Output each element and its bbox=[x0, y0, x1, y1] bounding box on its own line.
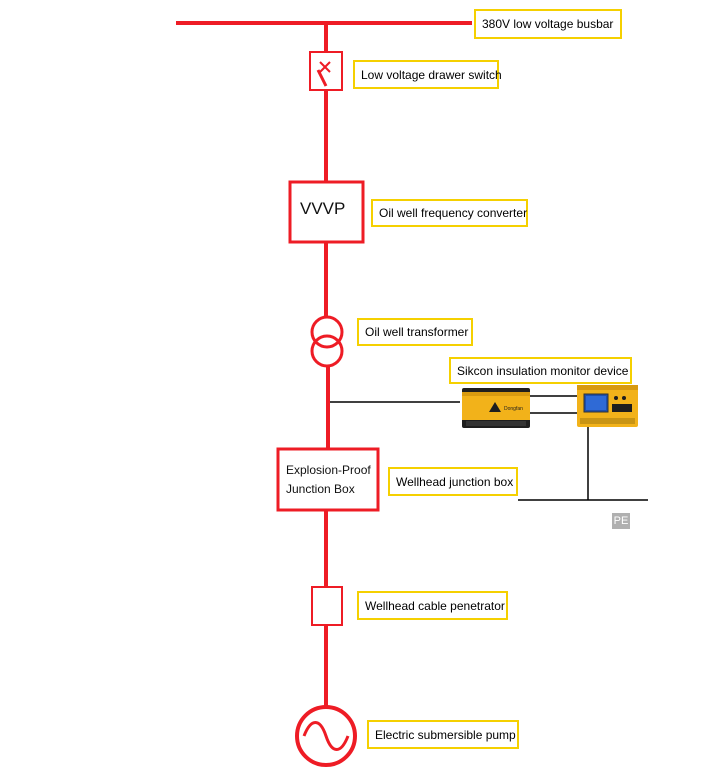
junction-box-label-line2: Junction Box bbox=[286, 482, 355, 496]
transformer-callout: Oil well transformer bbox=[357, 318, 473, 346]
vvvp-box bbox=[288, 180, 365, 244]
vvvp-label: VVVP bbox=[300, 199, 346, 218]
coupler-brand-text: Dongfan bbox=[504, 406, 523, 412]
busbar-callout: 380V low voltage busbar bbox=[474, 9, 622, 39]
drawer-switch-symbol bbox=[309, 51, 343, 91]
monitor-module bbox=[577, 385, 638, 427]
frequency-converter-callout: Oil well frequency converter bbox=[371, 199, 528, 227]
pump-symbol bbox=[295, 705, 357, 767]
insulation-monitor-callout: Sikcon insulation monitor device bbox=[449, 357, 632, 384]
cable-penetrator-callout: Wellhead cable penetrator bbox=[357, 591, 508, 620]
drawer-switch-callout: Low voltage drawer switch bbox=[353, 60, 502, 89]
pe-ground-label: PE bbox=[612, 513, 630, 529]
wellhead-junction-box-callout: Wellhead junction box bbox=[388, 467, 518, 496]
pump-callout: Electric submersible pump bbox=[367, 720, 519, 749]
junction-box-label-line1: Explosion-Proof bbox=[286, 463, 371, 477]
transformer-symbol bbox=[310, 315, 344, 368]
cable-penetrator-box bbox=[311, 586, 343, 626]
junction-box bbox=[276, 447, 380, 512]
coupler-module: Dongfan bbox=[462, 388, 530, 428]
